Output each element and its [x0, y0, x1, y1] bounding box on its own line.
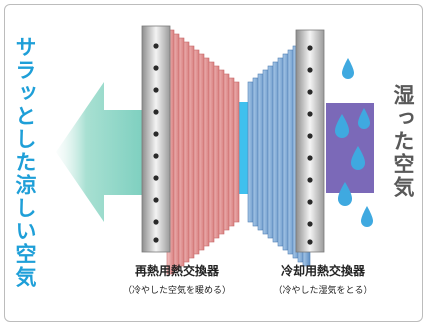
water-drop-icon	[338, 182, 352, 206]
water-drops	[335, 58, 373, 227]
water-drop-icon	[335, 114, 349, 138]
reheat-exchanger-subtitle: （冷やした空気を暖める）	[122, 286, 231, 296]
reheat-fins	[166, 29, 240, 275]
reheat-exchanger-title: 再熱用熱交換器	[134, 264, 219, 278]
cooling-plate-rivets	[307, 45, 313, 245]
reheat-plate	[141, 25, 171, 253]
reheat-exchanger-caption: 再熱用熱交換器 （冷やした空気を暖める）	[92, 262, 262, 296]
water-drop-icon	[358, 108, 370, 129]
water-drop-icon	[361, 206, 373, 227]
cool-air-arrow	[56, 82, 142, 222]
water-drop-icon	[351, 146, 365, 170]
water-drop-icon	[342, 58, 354, 79]
cooling-exchanger-caption: 冷却用熱交換器 （冷やした湿気をとる）	[238, 262, 408, 296]
cooling-exchanger-subtitle: （冷やした湿気をとる）	[273, 286, 373, 296]
cool-air-label: サラッとした涼しい空気	[13, 36, 37, 289]
cooling-exchanger-title: 冷却用熱交換器	[280, 264, 365, 278]
cooling-plate	[295, 29, 325, 253]
reheat-plate-rivets	[153, 43, 159, 243]
humid-air-label: 湿った空気	[391, 84, 415, 199]
